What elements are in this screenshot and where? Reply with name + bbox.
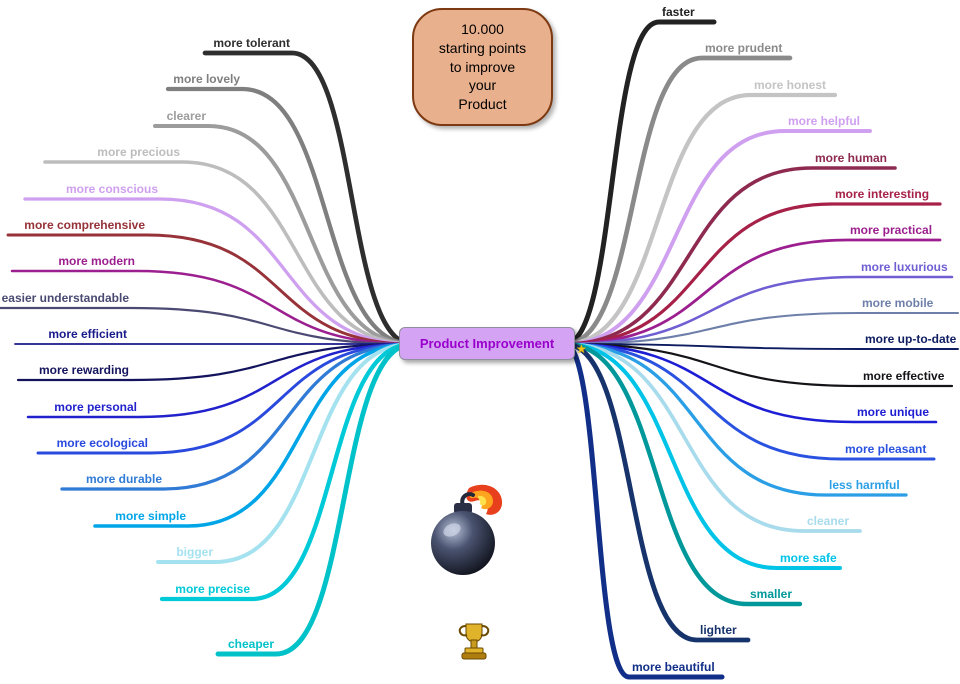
bomb-image [431,484,503,575]
branch-node-more-conscious[interactable]: more conscious [65,182,158,196]
branch-node-bigger[interactable]: bigger [176,545,213,559]
branch-curve-more-precise [159,341,415,602]
floating-title-box[interactable]: 10.000 starting points to improve your P… [412,8,553,126]
center-node-label: Product Improvement [419,336,555,351]
branch-curve-more-helpful [563,129,872,346]
branch-node-more-comprehensive[interactable]: more comprehensive [24,218,145,232]
branch-curve-more-pleasant [563,342,936,461]
branch-curve-more-personal [26,342,414,419]
branch-curve-more-precious [43,160,414,346]
branch-node-more-effective[interactable]: more effective [863,369,945,383]
branch-node-smaller[interactable]: smaller [750,587,793,601]
center-node[interactable]: Product Improvement [399,327,575,360]
branch-node-more-human[interactable]: more human [815,151,888,165]
branch-curve-more-human [563,166,897,346]
branch-curve-smaller [562,341,803,607]
branch-curve-more-safe [563,342,842,570]
branch-node-more-prudent[interactable]: more prudent [705,41,783,55]
branch-node-easier-understandable[interactable]: easier understandable [1,291,129,305]
branch-curve-cheaper [215,341,415,657]
branch-curve-more-prudent [562,55,793,347]
branch-node-cheaper[interactable]: cheaper [227,637,274,651]
branch-node-more-ecological[interactable]: more ecological [56,436,148,450]
branch-curve-more-tolerant [202,50,415,347]
branch-node-more-rewarding[interactable]: more rewarding [38,363,129,377]
branch-curve-more-honest [562,92,838,347]
branch-node-more-efficient[interactable]: more efficient [48,327,127,341]
branch-node-more-precise[interactable]: more precise [175,582,250,596]
branch-node-more-helpful[interactable]: more helpful [788,114,861,128]
branch-curve-easier-understandable [0,306,414,346]
branch-curve-more-up-to-date [564,343,959,350]
branch-node-more-durable[interactable]: more durable [85,472,162,486]
branch-curve-more-simple [93,342,414,528]
branch-node-faster[interactable]: faster [662,5,695,19]
branch-curve-more-ecological [36,342,414,455]
branch-curve-more-conscious [23,197,414,346]
branch-curve-clearer [153,124,414,346]
branch-node-more-pleasant[interactable]: more pleasant [845,442,927,456]
branch-node-lighter[interactable]: lighter [700,623,737,637]
branch-node-more-up-to-date[interactable]: more up-to-date [865,332,957,346]
branch-curve-more-unique [563,342,938,424]
branch-curve-more-practical [563,238,942,346]
branch-node-more-unique[interactable]: more unique [857,405,930,419]
branch-curve-less-harmful [563,342,908,497]
branch-curve-more-beautiful [562,341,725,680]
branch-node-more-precious[interactable]: more precious [97,145,180,159]
branch-curve-more-modern [10,269,414,346]
branch-node-more-modern[interactable]: more modern [58,254,135,268]
branch-node-more-lovely[interactable]: more lovely [173,72,240,86]
branch-curve-cleaner [563,342,862,533]
branch-node-more-practical[interactable]: more practical [850,223,933,237]
branch-node-more-mobile[interactable]: more mobile [862,296,934,310]
branch-node-more-safe[interactable]: more safe [780,551,837,565]
branch-curve-lighter [562,341,751,643]
branch-node-more-simple[interactable]: more simple [115,509,186,523]
branch-node-clearer[interactable]: clearer [166,109,206,123]
branch-curve-more-interesting [563,202,942,346]
star-icon: ★ [576,342,587,356]
branch-curve-more-rewarding [16,342,414,382]
branch-curve-more-lovely [165,86,415,347]
branch-curve-more-durable [60,342,414,491]
branch-curve-faster [562,19,717,347]
title-box-text: 10.000 starting points to improve your P… [438,20,527,113]
branch-node-more-luxurious[interactable]: more luxurious [861,260,948,274]
branch-node-more-interesting[interactable]: more interesting [835,187,930,201]
branch-curve-bigger [156,342,414,564]
branch-curve-more-luxurious [563,275,954,346]
branch-node-more-tolerant[interactable]: more tolerant [213,36,290,50]
trophy-image [458,623,490,660]
branch-curve-more-mobile [563,311,960,346]
branch-node-more-beautiful[interactable]: more beautiful [632,660,715,674]
branch-curve-more-effective [563,342,954,388]
branch-node-more-honest[interactable]: more honest [754,78,827,92]
branch-node-cleaner[interactable]: cleaner [807,514,850,528]
branch-curve-more-comprehensive [6,233,414,346]
branch-node-less-harmful[interactable]: less harmful [829,478,900,492]
branch-node-more-personal[interactable]: more personal [54,400,137,414]
